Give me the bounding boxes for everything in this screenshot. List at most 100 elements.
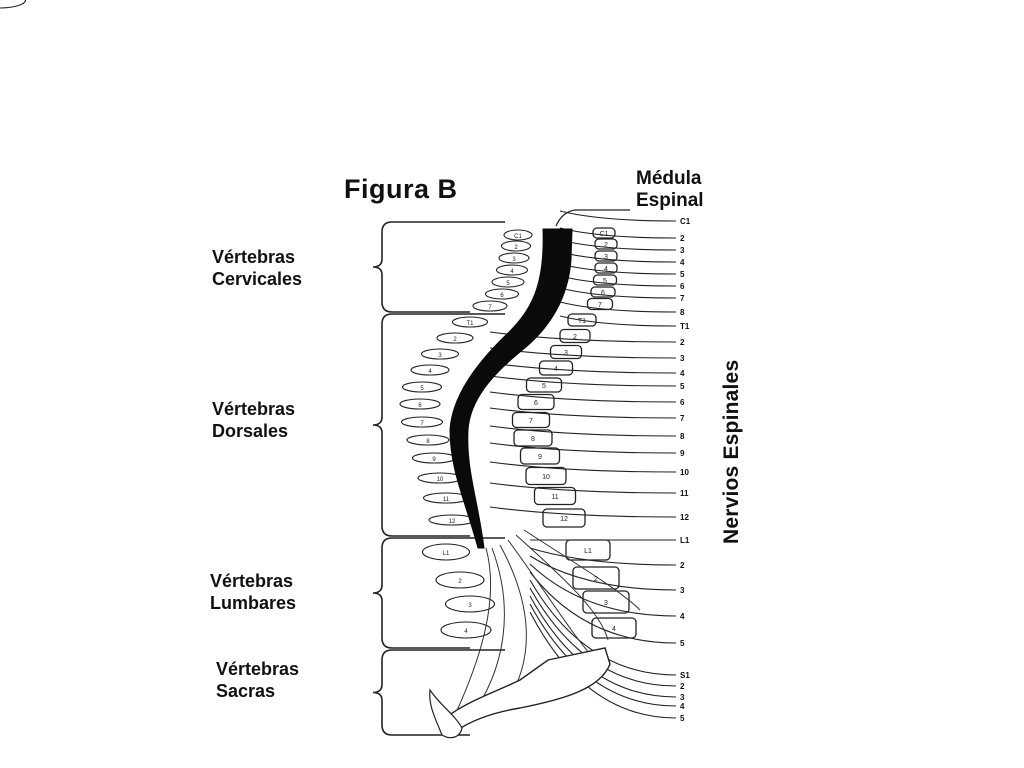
vertebra: 3 [549,344,583,360]
spinal-nerve-line [529,547,677,566]
vertebra-label: 3 [604,254,608,261]
spinal-nerve-line [559,263,677,275]
spinous-process [436,332,474,344]
vertebra-label: 5 [542,383,546,390]
region-bracket [372,313,505,537]
spinal-nerve-label: 3 [680,586,685,595]
spinal-nerve-label: 10 [680,468,689,477]
spinous-process [410,364,450,376]
spinal-nerve-label: 5 [680,714,685,723]
spinal-cord-pointer [555,209,630,227]
spinal-nerve-label: 4 [680,612,685,621]
spinous-process [0,0,27,9]
vertebra: 10 [525,466,567,486]
spinal-nerve-label: 7 [680,414,685,423]
vertebra-label: 3 [604,600,608,607]
spinous-process-label: 2 [458,579,462,585]
vertebra: 11 [533,486,577,506]
region-bracket [372,537,505,649]
spinous-process-label: C1 [514,234,522,240]
spinal-nerve-label: 6 [680,282,685,291]
vertebra: 6 [517,393,555,411]
spinal-nerve-label: 4 [680,258,685,267]
vertebra-label: 12 [560,516,568,523]
cauda-equina [454,529,641,719]
coccyx [429,688,463,739]
vertebra-label: T1 [578,318,586,325]
spinous-process [503,229,533,241]
spinal-nerve-label: 6 [680,398,685,407]
vertebra-label: L1 [584,548,592,555]
region-bracket [372,221,505,313]
spinal-nerve-line [529,611,677,719]
spinal-nerve-lines [489,210,677,719]
spinous-process-label: 3 [512,257,516,263]
spinous-process [399,398,441,410]
spinous-process [421,543,471,561]
spinal-nerve-line [559,275,677,287]
figure-title: Figura B [344,174,458,204]
spinous-process-label: L1 [443,551,450,557]
spinal-nerve-label: 4 [680,702,685,711]
vertebra: 8 [513,429,553,447]
spinal-nerves-label: Nervios Espinales [720,359,743,544]
vertebra-label: 7 [598,302,602,309]
spinous-process-label: 7 [488,305,492,311]
spinal-nerve-line [559,227,677,239]
spinal-nerve-label: L1 [680,536,690,545]
vertebra-label: 6 [534,400,538,407]
spinal-nerve-line [489,407,677,419]
spinous-process [495,264,529,276]
spinal-nerve-label: 3 [680,354,685,363]
spinal-nerve-line [489,482,677,494]
vertebra-label: 8 [531,436,535,443]
spinal-nerve-label: 9 [680,449,685,458]
spinal-nerve-line [529,571,677,644]
spinous-process-label: 4 [428,369,432,375]
vertebra-label: 2 [594,576,598,583]
spinous-process [491,276,525,288]
vertebra: 7 [511,411,551,429]
spinal-nerve-line [559,301,677,313]
spinal-nerve-label: S1 [680,671,690,680]
vertebra: 5 [525,377,563,393]
region-sacral-line2: Sacras [216,681,276,701]
spinous-process-label: 9 [432,457,436,463]
spinal-nerve-line [559,210,677,222]
spinal-nerve-label: T1 [680,322,690,331]
spinous-process-label: 2 [514,245,518,251]
spinous-process [440,621,492,639]
region-bracket [372,649,505,736]
spinal-nerve-label: 8 [680,308,685,317]
spinal-nerve-line [559,251,677,263]
spinous-process-label: 4 [510,269,514,275]
spinal-cord-label-line1: Médula [636,168,702,189]
sacrum [447,647,611,734]
vertebra: 3 [582,590,630,614]
vertebra-label: 2 [604,242,608,249]
spinous-process-label: T1 [466,321,474,327]
spinous-process [472,300,508,312]
spinal-nerve-label: 2 [680,561,685,570]
vertebra: 4 [591,617,637,639]
spinous-processes: C1234567T123456789101112L12345 [0,0,533,639]
vertebra: 2 [572,566,620,590]
vertebra: 7 [586,297,614,311]
spinal-nerve-line [489,442,677,454]
region-brackets [372,221,505,736]
spinal-nerve-line [559,315,677,327]
spinous-process-label: 11 [443,497,450,503]
region-dorsal-line2: Dorsales [212,421,289,441]
spinal-nerve-line [529,563,677,617]
spinal-nerve-label: 11 [680,489,689,498]
vertebra-label: 5 [603,278,607,285]
spinal-nerve-line [529,555,677,591]
spinal-nerve-line [559,287,677,299]
spinal-nerve-label: 2 [680,234,685,243]
vertebra: 4 [538,360,574,376]
spinous-process-label: 5 [420,386,424,392]
vertebra-label: 10 [542,474,550,481]
spinal-nerve-line [489,506,677,518]
spinal-nerve-label: C1 [680,217,691,226]
